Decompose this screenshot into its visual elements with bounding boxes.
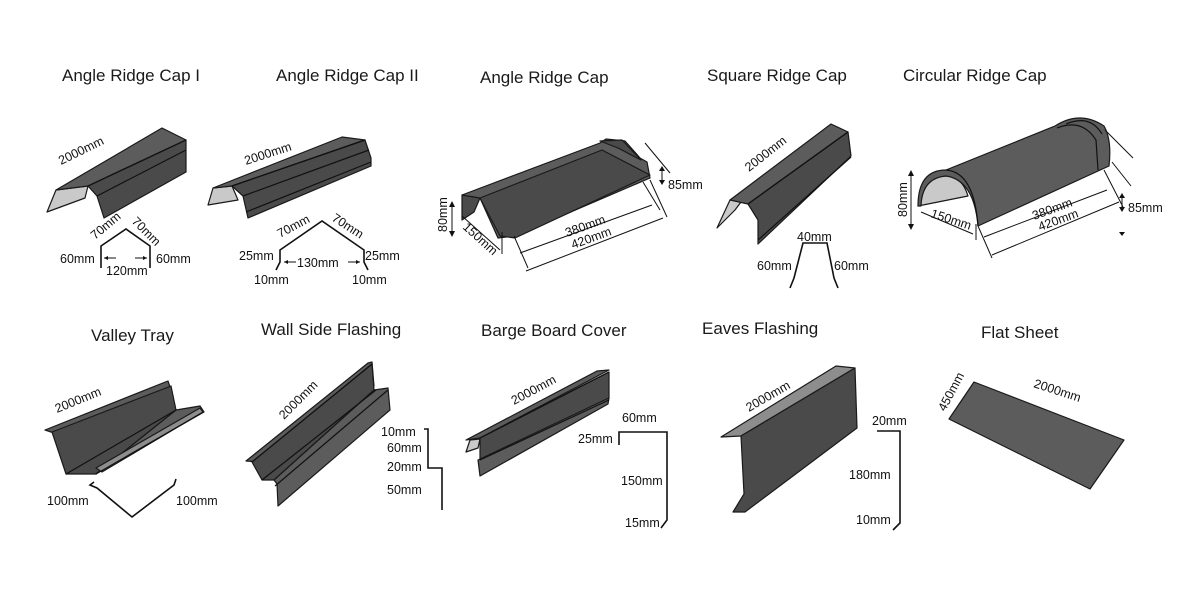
dim-label: 60mm (387, 441, 422, 455)
dim-label: 100mm (47, 494, 89, 508)
flat-sheet-length: 2000mm (1032, 377, 1083, 405)
dim-label: 25mm (578, 432, 613, 446)
valley-tray-illustration (44, 380, 205, 475)
title-barge-board-cover: Barge Board Cover (481, 321, 627, 340)
dim-label: 120mm (106, 264, 148, 278)
dim-label: 25mm (239, 249, 274, 263)
dim-label: 10mm (254, 273, 289, 287)
dim-label: 40mm (797, 230, 832, 244)
circular-ridge-cap-dimensions (908, 129, 1134, 259)
dim-label: 85mm (668, 178, 703, 192)
dim-label: 20mm (387, 460, 422, 474)
dim-label: 85mm (1128, 201, 1163, 215)
dim-label: 60mm (757, 259, 792, 273)
dim-label: 50mm (387, 483, 422, 497)
title-valley-tray: Valley Tray (91, 326, 174, 345)
dim-label: 60mm (622, 411, 657, 425)
title-flat-sheet: Flat Sheet (981, 323, 1059, 342)
angle-ridge-cap-tile-dimensions (449, 142, 671, 272)
dim-label: 70mm (275, 212, 312, 241)
angle-ridge-cap-1-length: 2000mm (56, 134, 106, 168)
dim-label: 15mm (625, 516, 660, 530)
angle-ridge-cap-2-profile (275, 220, 369, 271)
wall-side-flashing-illustration (245, 361, 391, 507)
angle-ridge-cap-1-profile (100, 228, 151, 268)
dim-label: 180mm (849, 468, 891, 482)
dim-label: 100mm (176, 494, 218, 508)
square-ridge-cap-profile (789, 242, 839, 289)
dim-label: 60mm (156, 252, 191, 266)
dim-label: 150mm (929, 207, 973, 233)
dim-label: 10mm (856, 513, 891, 527)
circular-ridge-cap-illustration (917, 117, 1111, 227)
dim-label: 80mm (436, 197, 450, 232)
dim-label: 70mm (329, 211, 366, 242)
eaves-flashing-illustration (720, 365, 858, 513)
title-eaves-flashing: Eaves Flashing (702, 319, 819, 338)
dim-label: 10mm (352, 273, 387, 287)
dim-label: 130mm (297, 256, 339, 270)
angle-ridge-cap-2-illustration (207, 136, 372, 219)
square-ridge-cap-illustration (716, 123, 852, 245)
dim-label: 80mm (896, 182, 910, 217)
barge-board-cover-profile (618, 431, 668, 529)
title-angle-ridge-cap-1: Angle Ridge Cap I (62, 66, 200, 85)
title-wall-side-flashing: Wall Side Flashing (261, 320, 402, 339)
flat-sheet-illustration (948, 381, 1125, 490)
title-angle-ridge-cap-2: Angle Ridge Cap II (276, 66, 419, 85)
title-angle-ridge-cap: Angle Ridge Cap (480, 68, 609, 87)
angle-ridge-cap-1-illustration (46, 127, 187, 219)
barge-board-cover-illustration (465, 369, 610, 477)
wall-side-flashing-profile (424, 428, 443, 510)
title-circular-ridge-cap: Circular Ridge Cap (903, 66, 1047, 85)
angle-ridge-cap-tile-illustration (461, 138, 651, 239)
title-square-ridge-cap: Square Ridge Cap (707, 66, 847, 85)
dim-label: 20mm (872, 414, 907, 428)
dim-label: 60mm (60, 252, 95, 266)
dim-label: 150mm (621, 474, 663, 488)
dim-label: 60mm (834, 259, 869, 273)
valley-tray-profile (88, 478, 177, 519)
eaves-flashing-profile (877, 430, 901, 531)
dim-label: 25mm (365, 249, 400, 263)
dim-label: 10mm (381, 425, 416, 439)
